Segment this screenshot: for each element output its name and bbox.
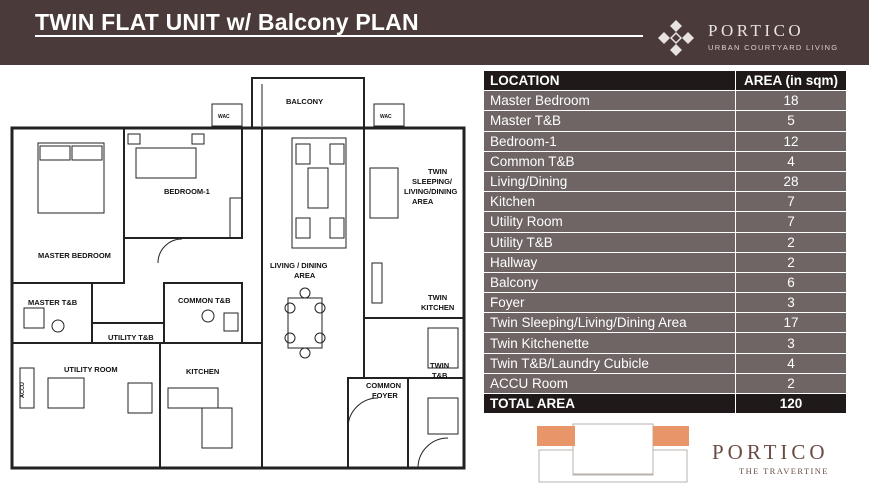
label-wac-1: WAC bbox=[218, 114, 230, 120]
row-area: 5 bbox=[735, 110, 847, 132]
row-area: 2 bbox=[735, 231, 847, 253]
label-twin-sleeping-2: SLEEPING/ bbox=[412, 177, 453, 186]
keyplan-unit-left bbox=[537, 426, 575, 446]
label-living-dining-1: LIVING / DINING bbox=[270, 261, 328, 270]
footer-logo-wordmark: PORTICO bbox=[712, 440, 829, 464]
row-area: 7 bbox=[735, 191, 847, 213]
row-area: 7 bbox=[735, 211, 847, 233]
label-common-tb: COMMON T&B bbox=[178, 296, 231, 305]
row-location: Twin T&B/Laundry Cubicle bbox=[483, 352, 736, 374]
label-common-foyer-1: COMMON bbox=[366, 381, 401, 390]
logo-wordmark: PORTICO bbox=[708, 21, 805, 40]
row-location: ACCU Room bbox=[483, 372, 736, 395]
floor-plan: BALCONY WAC WAC BEDROOM-1 MASTER BEDROOM… bbox=[10, 77, 466, 470]
total-label: TOTAL AREA bbox=[483, 392, 736, 415]
row-location: Foyer bbox=[483, 292, 736, 314]
total-row: TOTAL AREA 120 bbox=[483, 392, 847, 415]
row-location: Balcony bbox=[483, 271, 736, 294]
label-master-bedroom: MASTER BEDROOM bbox=[38, 251, 111, 260]
diamond-logo-icon bbox=[658, 20, 694, 56]
row-location: Bedroom-1 bbox=[483, 130, 736, 152]
row-area: 18 bbox=[735, 90, 847, 112]
row-location: Utility T&B bbox=[483, 231, 736, 253]
label-twin-sleeping-4: AREA bbox=[412, 197, 434, 206]
label-twin-kitchen-1: TWIN bbox=[428, 293, 447, 302]
row-location: Utility Room bbox=[483, 211, 736, 233]
label-accu: ACCU bbox=[20, 382, 26, 398]
label-wac-2: WAC bbox=[380, 114, 392, 120]
footer-logo-tagline: THE TRAVERTINE bbox=[739, 466, 829, 476]
total-value: 120 bbox=[735, 392, 847, 415]
keyplan-unit-right bbox=[653, 426, 689, 446]
row-location: Living/Dining bbox=[483, 170, 736, 193]
label-living-dining-2: AREA bbox=[294, 271, 316, 280]
label-twin-kitchen-2: KITCHEN bbox=[421, 303, 454, 312]
footer-logo: PORTICO THE TRAVERTINE bbox=[712, 438, 862, 488]
label-twin-sleeping-1: TWIN bbox=[428, 167, 447, 176]
label-twin-tb-1: TWIN bbox=[430, 361, 449, 370]
row-location: Common T&B bbox=[483, 150, 736, 172]
label-kitchen: KITCHEN bbox=[186, 367, 219, 376]
row-location: Twin Kitchenette bbox=[483, 332, 736, 354]
header-area: AREA (in sqm) bbox=[735, 69, 847, 92]
page-title: TWIN FLAT UNIT w/ Balcony PLAN bbox=[35, 9, 419, 35]
table-header-row: LOCATION AREA (in sqm) bbox=[483, 69, 847, 92]
row-area: 2 bbox=[735, 251, 847, 273]
label-twin-sleeping-3: LIVING/DINING bbox=[404, 187, 458, 196]
key-plan bbox=[537, 423, 689, 483]
row-location: Master T&B bbox=[483, 110, 736, 132]
row-area: 6 bbox=[735, 271, 847, 294]
row-area: 2 bbox=[735, 372, 847, 395]
title-underline bbox=[35, 35, 643, 37]
row-area: 17 bbox=[735, 312, 847, 334]
label-balcony: BALCONY bbox=[286, 97, 323, 106]
header-bar: TWIN FLAT UNIT w/ Balcony PLAN PORTICO U… bbox=[0, 0, 869, 65]
row-area: 3 bbox=[735, 332, 847, 354]
row-area: 28 bbox=[735, 170, 847, 193]
row-area: 12 bbox=[735, 130, 847, 152]
label-twin-tb-2: T&B bbox=[432, 371, 448, 380]
row-area: 3 bbox=[735, 292, 847, 314]
row-location: Twin Sleeping/Living/Dining Area bbox=[483, 312, 736, 334]
label-master-tb: MASTER T&B bbox=[28, 298, 78, 307]
row-location: Master Bedroom bbox=[483, 90, 736, 112]
label-utility-tb: UTILITY T&B bbox=[108, 333, 154, 342]
row-location: Hallway bbox=[483, 251, 736, 273]
label-utility-room: UTILITY ROOM bbox=[64, 365, 118, 374]
row-area: 4 bbox=[735, 352, 847, 374]
logo-tagline: URBAN COURTYARD LIVING bbox=[708, 43, 839, 52]
header-location: LOCATION bbox=[483, 69, 736, 92]
label-common-foyer-2: FOYER bbox=[372, 391, 398, 400]
row-area: 4 bbox=[735, 150, 847, 172]
portico-logo: PORTICO URBAN COURTYARD LIVING bbox=[656, 18, 856, 58]
label-bedroom-1: BEDROOM-1 bbox=[164, 187, 210, 196]
row-location: Kitchen bbox=[483, 191, 736, 213]
